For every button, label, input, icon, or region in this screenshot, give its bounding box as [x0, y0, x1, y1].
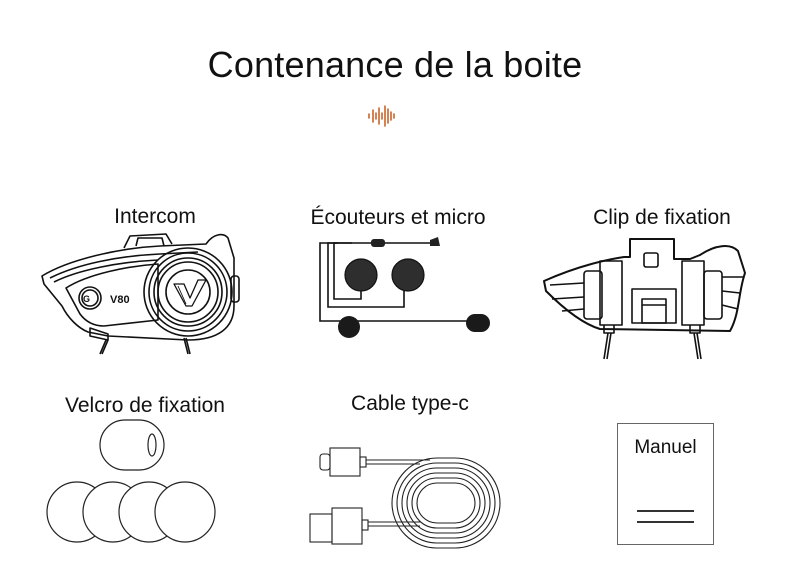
- svg-text:G: G: [83, 294, 90, 304]
- item-label-mounting-clip: Clip de fixation: [593, 206, 731, 229]
- svg-text:V80: V80: [110, 294, 130, 306]
- page-title: Contenance de la boite: [207, 44, 583, 85]
- manual-booklet-illustration: Manuel: [617, 423, 714, 545]
- manual-label: Manuel: [634, 437, 697, 458]
- usb-type-c-cable-illustration: [309, 447, 501, 549]
- item-label-usb-cable: Cable type-c: [351, 392, 469, 415]
- velcro-pads-illustration: [46, 419, 216, 543]
- manual-line: [637, 521, 694, 523]
- item-label-earphones-mic: Écouteurs et micro: [310, 206, 486, 229]
- manual-line: [637, 510, 694, 512]
- sound-wave-icon: [368, 105, 395, 127]
- mounting-clip-illustration: [543, 238, 746, 360]
- headset-earphones-mic-illustration: [319, 237, 490, 338]
- item-label-intercom: Intercom: [114, 205, 196, 228]
- item-label-velcro: Velcro de fixation: [65, 394, 225, 417]
- intercom-device-illustration: G V80: [41, 233, 240, 355]
